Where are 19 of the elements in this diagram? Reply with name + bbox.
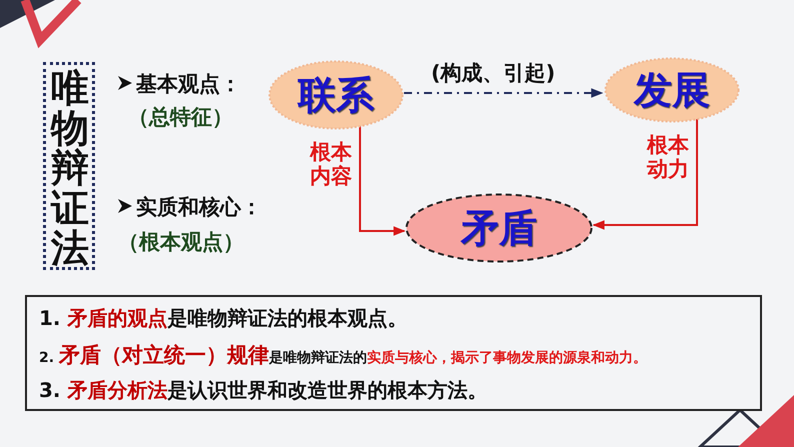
title-box (43, 62, 95, 270)
edge-label: (构成、引起) (431, 61, 556, 85)
summary-panel (25, 295, 762, 411)
vertical-title: 唯物辩证法 (50, 68, 90, 268)
concept-ellipse: 联系 (268, 60, 404, 130)
point-label: （总特征） (128, 104, 233, 131)
edge-label: 根本内容 (310, 140, 354, 188)
concept-ellipse: 发展 (604, 57, 740, 123)
concept-ellipse: 矛盾 (405, 193, 593, 263)
summary-sentence: 2. 矛盾（对立统一）规律是唯物辩证法的实质与核心，揭示了事物发展的源泉和动力。 (39, 342, 647, 369)
arrow (404, 88, 604, 98)
point-label: 基本观点： (136, 71, 241, 98)
summary-sentence: 3. 矛盾分析法是认识世界和改造世界的根本方法。 (39, 377, 488, 404)
point-label: 实质和核心： (136, 194, 262, 221)
point-label: （根本观点） (118, 229, 244, 256)
arrow (359, 126, 406, 236)
summary-sentence: 1. 矛盾的观点是唯物辩证法的根本观点。 (39, 305, 408, 332)
edge-label: 根本动力 (647, 132, 691, 181)
arrow (592, 118, 698, 230)
